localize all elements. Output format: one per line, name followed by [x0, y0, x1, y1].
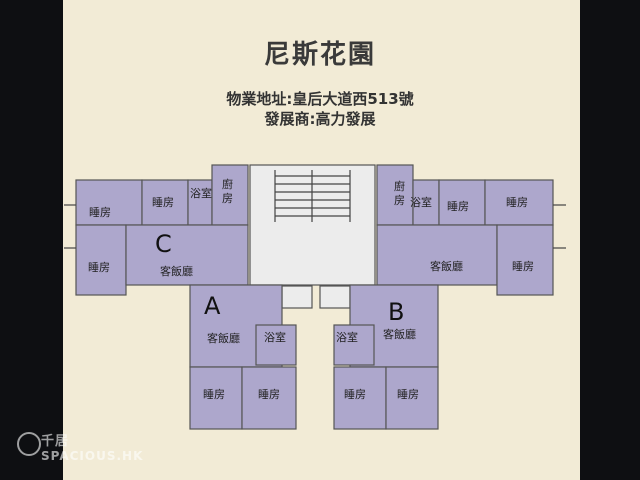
- watermark-en: SPACIOUS.HK: [41, 449, 144, 463]
- unit-c-letter: C: [155, 230, 172, 258]
- unit-b-bedroom-2: [385, 366, 439, 430]
- unit-c-bedroom-1: [75, 179, 143, 226]
- unit-a-bathroom: [255, 324, 297, 366]
- room-label: 客飯廳: [160, 264, 193, 278]
- unit-a: [189, 284, 297, 430]
- unit-a-bedroom-2: [241, 366, 297, 430]
- room-label: 客飯廳: [430, 259, 463, 273]
- developer-name: 發展商:高力發展: [264, 110, 376, 128]
- room-label: 睡房: [447, 200, 469, 213]
- room-label: 睡房: [512, 260, 534, 273]
- right-bedroom-1: [438, 179, 486, 226]
- room-label: 睡房: [344, 388, 366, 401]
- room-label: 睡房: [506, 196, 528, 209]
- room-label: 睡房: [88, 261, 110, 274]
- watermark: 千居 SPACIOUS.HK: [15, 430, 143, 463]
- watermark-logo-icon: [17, 432, 41, 456]
- room-label: 睡房: [89, 206, 111, 219]
- right-bedroom-2: [484, 179, 554, 226]
- room-label: 廚: [222, 177, 233, 191]
- room-label: 客飯廳: [207, 331, 240, 345]
- unit-right-wing: [376, 164, 554, 296]
- unit-c-living-dining: [125, 224, 249, 286]
- room-label: 睡房: [397, 388, 419, 401]
- building-name: 尼斯花園: [263, 40, 376, 70]
- room-label: 浴室: [264, 330, 286, 344]
- right-bedroom-3: [496, 224, 554, 296]
- right-living-dining: [376, 224, 498, 286]
- lift-right: [319, 285, 351, 309]
- unit-b: [333, 284, 439, 430]
- unit-c: [75, 164, 249, 296]
- room-label: 客飯廳: [383, 327, 416, 341]
- watermark-cn: 千居: [41, 434, 70, 449]
- property-address: 物業地址:皇后大道西513號: [226, 90, 414, 108]
- room-label: 浴室: [410, 195, 432, 209]
- unit-b-letter: B: [388, 298, 404, 326]
- unit-a-bedroom-1: [189, 366, 243, 430]
- lift-left: [281, 285, 313, 309]
- core-area: [249, 164, 376, 286]
- room-label: 浴室: [190, 186, 212, 200]
- room-label: 房: [394, 194, 405, 207]
- room-label: 睡房: [152, 196, 174, 209]
- room-label: 房: [222, 192, 233, 205]
- right-bathroom: [412, 179, 440, 226]
- unit-c-kitchen: [211, 164, 249, 226]
- room-label: 睡房: [258, 388, 280, 401]
- unit-b-bathroom: [333, 324, 375, 366]
- staircase: [274, 170, 351, 222]
- room-label: 睡房: [203, 388, 225, 401]
- room-label: 浴室: [336, 330, 358, 344]
- unit-c-bedroom-3: [75, 224, 127, 296]
- unit-a-letter: A: [204, 292, 221, 320]
- room-label: 廚: [394, 179, 405, 193]
- unit-b-bedroom-1: [333, 366, 387, 430]
